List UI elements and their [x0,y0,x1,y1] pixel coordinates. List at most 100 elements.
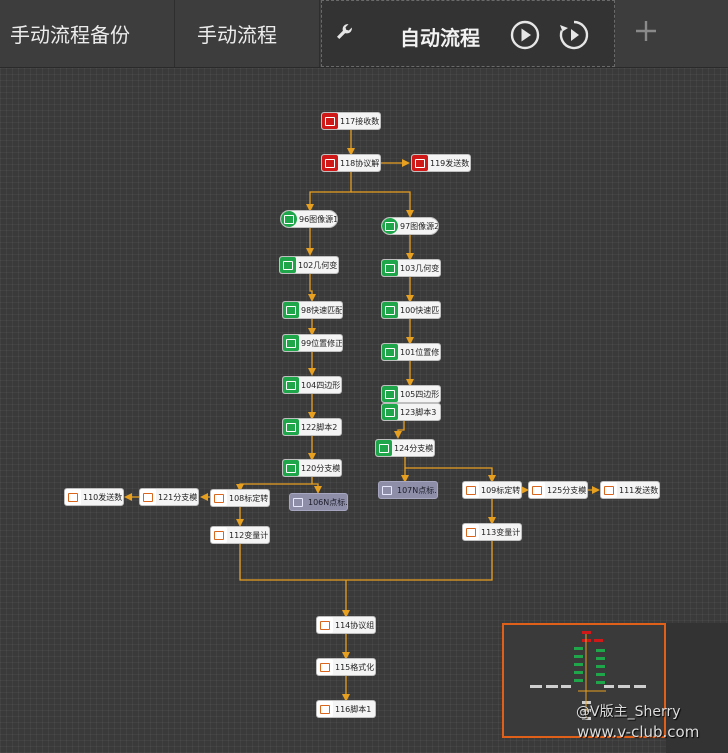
node-label: 104四边形... [301,380,341,390]
node-label: 100快速匹... [400,305,440,315]
node-100-fast-match[interactable]: 100快速匹... [381,301,441,319]
wrench-icon[interactable] [334,21,358,50]
send-data-icon [412,155,428,171]
node-104-quadrilateral[interactable]: 104四边形... [282,376,342,394]
cycle-run-icon[interactable] [558,19,590,56]
node-label: 105四边形... [400,389,440,399]
tab-manual-flow-backup[interactable]: 手动流程备份 [0,0,175,67]
node-125-branch-module[interactable]: 125分支模... [528,481,588,499]
watermark-user: @V版主_Sherry [576,704,681,720]
node-110-send-data[interactable]: 110发送数... [64,488,124,506]
image-source-icon [382,218,398,234]
wire [236,483,312,492]
protocol-parse-icon [322,155,338,171]
image-source-icon [281,211,297,227]
tab-label: 手动流程备份 [10,23,130,47]
node-label: 122脚本2 [301,422,338,432]
node-120-branch-module[interactable]: 120分支模... [282,459,342,477]
node-103-geometry-transform[interactable]: 103几何变... [381,259,441,277]
node-label: 107N点标... [397,485,438,495]
node-101-position-correct[interactable]: 101位置修... [381,343,441,361]
tab-label: 手动流程 [197,23,277,47]
node-119-send-data[interactable]: 119发送数... [411,154,471,172]
position-correct-icon [283,335,299,351]
node-97-image-source-2[interactable]: 97图像源2 [381,217,439,235]
branch-module-icon [529,482,545,498]
node-label: 124分支模... [394,443,434,453]
node-label: 106N点标... [308,497,348,507]
geometry-transform-icon [280,257,296,273]
node-109-calib-transform[interactable]: 109标定转... [462,481,522,499]
node-122-script-2[interactable]: 122脚本2 [282,418,342,436]
branch-module-icon [376,440,392,456]
node-label: 108标定转... [229,493,269,503]
send-data-icon [601,482,617,498]
script-icon [317,701,333,717]
node-111-send-data[interactable]: 111发送数... [600,481,660,499]
wire [394,420,405,439]
quadrilateral-icon [382,386,398,402]
n-point-calib-icon [290,494,306,510]
protocol-assemble-icon [317,617,333,633]
node-96-image-source-1[interactable]: 96图像源1 [280,210,338,228]
branch-module-icon [140,489,156,505]
node-label: 97图像源2 [400,221,439,231]
node-label: 102几何变... [298,260,338,270]
minimap-preview [530,631,646,720]
wire [351,191,414,218]
flow-tab-bar: 手动流程备份 手动流程 自动流程 [0,0,728,68]
node-121-branch-module[interactable]: 121分支模... [139,488,199,506]
node-112-variable-calc[interactable]: 112变量计... [210,526,270,544]
add-tab-button[interactable] [616,0,676,67]
calib-transform-icon [463,482,479,498]
node-113-variable-calc[interactable]: 113变量计... [462,523,522,541]
node-116-script-1[interactable]: 116脚本1 [316,700,376,718]
variable-calc-icon [463,524,479,540]
node-117-receive-data[interactable]: 117接收数... [321,112,381,130]
node-107-n-point-calib[interactable]: 107N点标... [378,481,438,499]
tab-label: 自动流程 [400,26,480,50]
node-102-geometry-transform[interactable]: 102几何变... [279,256,339,274]
node-label: 101位置修... [400,347,440,357]
node-118-protocol-parse[interactable]: 118协议解... [321,154,381,172]
play-icon[interactable] [509,19,541,56]
n-point-calib-icon [379,482,395,498]
node-label: 110发送数... [83,492,123,502]
node-label: 121分支模... [158,492,198,502]
node-label: 113变量计... [481,527,521,537]
tab-manual-flow[interactable]: 手动流程 [175,0,320,67]
fast-match-icon [382,302,398,318]
wire [308,274,316,302]
minimap[interactable] [502,623,666,738]
format-icon [317,659,333,675]
node-label: 96图像源1 [299,214,338,224]
node-label: 123脚本3 [400,407,437,417]
node-123-script-3[interactable]: 123脚本3 [381,403,441,421]
script-icon [382,404,398,420]
node-124-branch-module[interactable]: 124分支模... [375,439,435,457]
node-115-format-1[interactable]: 115格式化1 [316,658,376,676]
node-108-calib-transform[interactable]: 108标定转... [210,489,270,507]
node-114-protocol-assemble[interactable]: 114协议组... [316,616,376,634]
node-label: 111发送数... [619,485,659,495]
plus-icon [633,18,659,49]
node-label: 119发送数... [430,158,470,168]
node-label: 116脚本1 [335,704,372,714]
quadrilateral-icon [283,377,299,393]
node-label: 115格式化1 [335,662,376,672]
tab-auto-flow[interactable]: 自动流程 [321,0,615,67]
node-105-quadrilateral[interactable]: 105四边形... [381,385,441,403]
send-data-icon [65,489,81,505]
node-label: 103几何变... [400,263,440,273]
node-106-n-point-calib[interactable]: 106N点标... [289,493,348,511]
position-correct-icon [382,344,398,360]
branch-module-icon [283,460,299,476]
node-label: 114协议组... [335,620,375,630]
calib-transform-icon [211,490,227,506]
connection-wires [124,130,600,702]
wire [306,172,352,212]
variable-calc-icon [211,527,227,543]
